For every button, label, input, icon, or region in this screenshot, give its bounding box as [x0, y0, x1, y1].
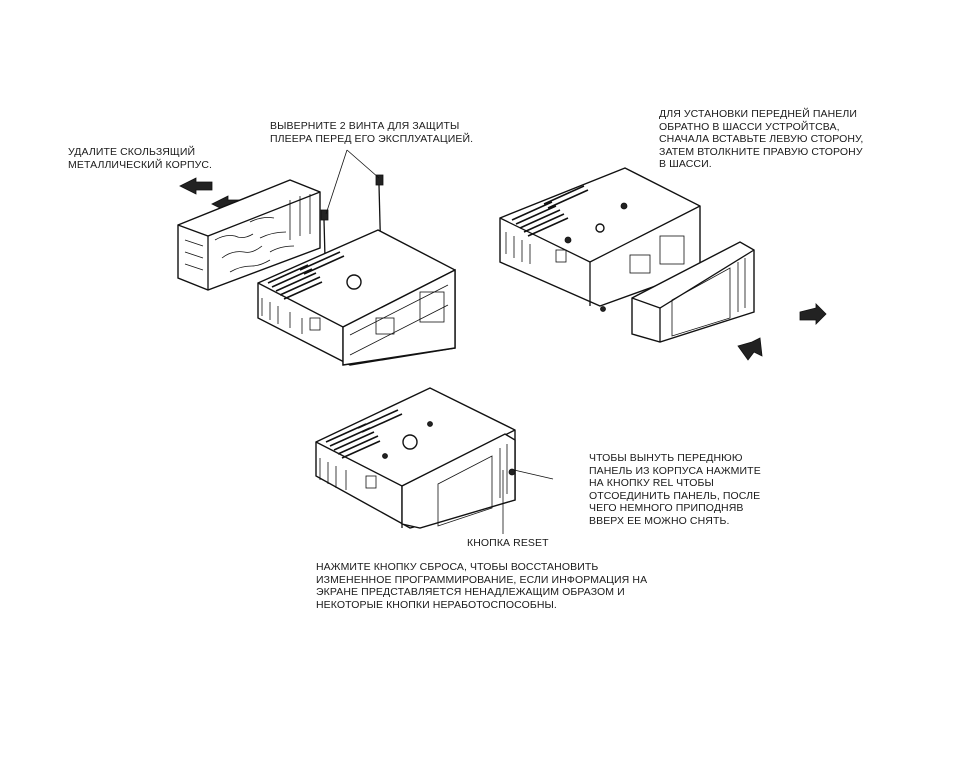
caption-install-panel: ДЛЯ УСТАНОВКИ ПЕРЕДНЕЙ ПАНЕЛИ ОБРАТНО В … [659, 108, 864, 170]
caption-remove-screws: ВЫВЕРНИТЕ 2 ВИНТА ДЛЯ ЗАЩИТЫ ПЛЕЕРА ПЕРЕ… [270, 120, 474, 145]
reset-button-icon [508, 468, 516, 476]
chassis-figure-2 [499, 167, 701, 312]
caption-reset-info: НАЖМИТЕ КНОПКУ СБРОСА, ЧТОБЫ ВОССТАНОВИТ… [316, 561, 648, 611]
chassis-figure-1 [257, 149, 456, 366]
metal-sleeve-figure [177, 177, 321, 291]
caption-remove-panel: ЧТОБЫ ВЫНУТЬ ПЕРЕДНЮЮ ПАНЕЛЬ ИЗ КОРПУСА … [589, 452, 761, 527]
insert-arrow-left-icon [737, 337, 763, 361]
front-panel-detached [631, 241, 755, 343]
chassis-figure-3 [315, 387, 554, 534]
caption-reset-button: КНОПКА RESET [467, 537, 549, 549]
caption-remove-sleeve: УДАЛИТЕ СКОЛЬЗЯЩИЙ МЕТАЛЛИЧЕСКИЙ КОРПУС. [68, 146, 213, 171]
sleeve-arrow-1-icon [179, 177, 213, 195]
insert-arrow-right-icon [799, 303, 827, 325]
